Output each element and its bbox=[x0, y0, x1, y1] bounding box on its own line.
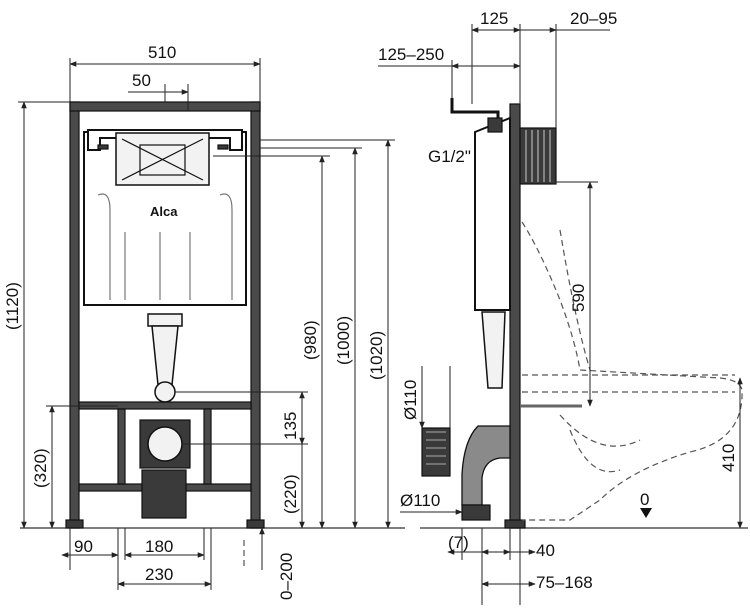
dim-g12-label: G1/2" bbox=[428, 147, 471, 166]
frame-left-upright bbox=[69, 101, 80, 529]
dim-230-label: 230 bbox=[145, 565, 173, 584]
cistern-tab-left bbox=[97, 144, 109, 150]
frame-right-foot bbox=[246, 519, 265, 529]
dim-110-top-label: Ø110 bbox=[401, 380, 420, 420]
side-drain-elbow bbox=[461, 425, 511, 506]
frame-inner-left bbox=[117, 408, 126, 485]
toilet-bowl-inner bbox=[559, 414, 641, 473]
cistern-tab-right bbox=[217, 144, 229, 150]
dim-zero-label: 0 bbox=[640, 490, 649, 509]
floor-zero-marker bbox=[640, 508, 652, 518]
front-view: Alca 510 50 (1120) (320) (980) bbox=[3, 43, 405, 600]
side-drain-bottom bbox=[461, 504, 491, 521]
dim-980-label: (980) bbox=[301, 320, 320, 360]
flush-plate-cross bbox=[121, 138, 204, 181]
frame-inner-right bbox=[203, 408, 212, 485]
dim-0-200-label: 0–200 bbox=[277, 553, 296, 600]
dim-50-label: 50 bbox=[132, 71, 151, 90]
dim-220-label: (220) bbox=[281, 474, 300, 514]
flush-pipe bbox=[151, 325, 179, 386]
dim-1120-label: (1120) bbox=[3, 282, 22, 330]
side-view: 0 125 20–95 125–250 G1/2" 590 410 Ø110 Ø… bbox=[378, 9, 748, 605]
dim-180-label: 180 bbox=[145, 537, 173, 556]
dim-7-label: (7) bbox=[448, 533, 469, 552]
dim-410-label: 410 bbox=[719, 444, 738, 472]
side-flush-plate-ribs bbox=[525, 130, 551, 182]
dim-110-bottom-label: Ø110 bbox=[400, 491, 440, 510]
dim-1000-label: (1000) bbox=[334, 316, 353, 365]
side-valve-body bbox=[487, 117, 503, 133]
dim-75-168-label: 75–168 bbox=[536, 573, 593, 592]
toilet-seat-outline bbox=[522, 374, 735, 393]
side-drain-socket bbox=[421, 427, 451, 477]
flush-pipe-collar bbox=[147, 313, 183, 327]
drain-pipe-bottom bbox=[141, 469, 187, 519]
dim-40-label: 40 bbox=[536, 541, 555, 560]
brand-logo: Alca bbox=[150, 204, 178, 219]
dim-1020-label: (1020) bbox=[367, 331, 386, 380]
dim-510-label: 510 bbox=[148, 43, 176, 62]
frame-top-bar bbox=[69, 101, 261, 112]
side-frame-foot bbox=[504, 519, 526, 529]
side-drain-socket-ribs bbox=[426, 431, 446, 465]
dim-20-95-label: 20–95 bbox=[570, 9, 617, 28]
dim-125-250-label: 125–250 bbox=[378, 45, 444, 64]
dim-590-label: 590 bbox=[569, 284, 588, 312]
toilet-rim bbox=[559, 229, 591, 371]
flush-plate-inner bbox=[139, 144, 186, 176]
side-valve-bracket bbox=[450, 98, 500, 120]
dim-320-label: (320) bbox=[31, 448, 50, 488]
flush-pipe-outlet bbox=[154, 381, 176, 403]
dim-90-label: 90 bbox=[74, 537, 93, 556]
toilet-outline bbox=[521, 221, 743, 521]
drain-outlet bbox=[147, 426, 183, 462]
frame-right-upright bbox=[250, 101, 261, 529]
side-cistern bbox=[474, 116, 511, 311]
side-flush-pipe bbox=[481, 311, 506, 389]
side-frame-upright bbox=[509, 103, 521, 529]
dim-135-label: 135 bbox=[281, 412, 300, 440]
dim-125-label: 125 bbox=[480, 9, 508, 28]
frame-left-foot bbox=[65, 519, 84, 529]
cistern-rib-lines bbox=[97, 193, 233, 300]
